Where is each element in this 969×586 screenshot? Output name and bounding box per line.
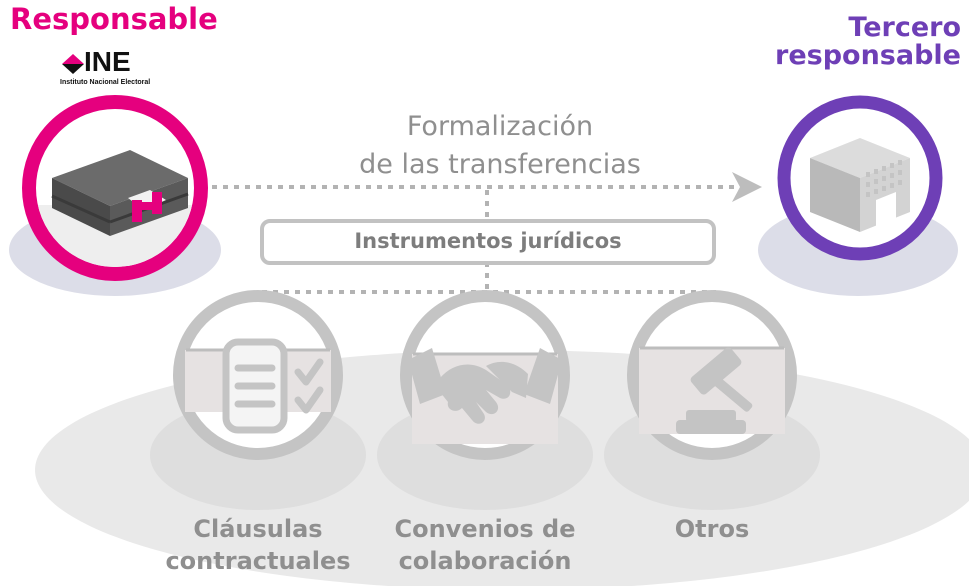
tercero-title: Tercero responsable: [761, 14, 961, 70]
category-label-otros: Otros: [597, 513, 827, 545]
flow-label-line1: Formalización: [406, 111, 594, 142]
instrumentos-label: Instrumentos jurídicos: [354, 229, 622, 253]
category-clausulas: [173, 290, 343, 460]
tercero-node: [777, 95, 943, 261]
document-check-icon: [222, 338, 324, 434]
ine-logo: INE Instituto Nacional Electoral: [60, 46, 180, 96]
instrumentos-box: [260, 219, 716, 265]
category-otros: [627, 290, 797, 460]
responsable-node: [22, 95, 208, 281]
category-label-line1: Cláusulas: [193, 515, 323, 543]
flow-label-line2: de las transferencias: [359, 149, 641, 180]
building-icon: [810, 138, 910, 232]
category-label-line2: contractuales: [165, 547, 351, 575]
ine-logo-text: INE: [84, 46, 131, 77]
ine-logo-subtitle: Instituto Nacional Electoral: [60, 79, 151, 86]
handshake-icon: [408, 348, 562, 424]
tercero-title-line1: Tercero: [848, 12, 961, 43]
category-label-line1: Otros: [674, 515, 750, 543]
flow-arrow-head: [732, 172, 762, 202]
ine-logo-mark-bottom: [62, 64, 84, 74]
category-label-clausulas: Cláusulas contractuales: [143, 513, 373, 577]
ine-logo-mark-top: [62, 54, 84, 64]
briefcase-icon: [51, 150, 189, 236]
category-label-line1: Convenios de: [394, 515, 576, 543]
tercero-title-line2: responsable: [775, 40, 961, 71]
gavel-icon: [676, 347, 753, 434]
category-label-convenios: Convenios de colaboración: [370, 513, 600, 577]
responsable-title: Responsable: [10, 2, 218, 36]
category-convenios: [400, 290, 570, 460]
category-label-line2: colaboración: [398, 547, 572, 575]
flow-label: Formalización de las transferencias: [290, 108, 710, 184]
